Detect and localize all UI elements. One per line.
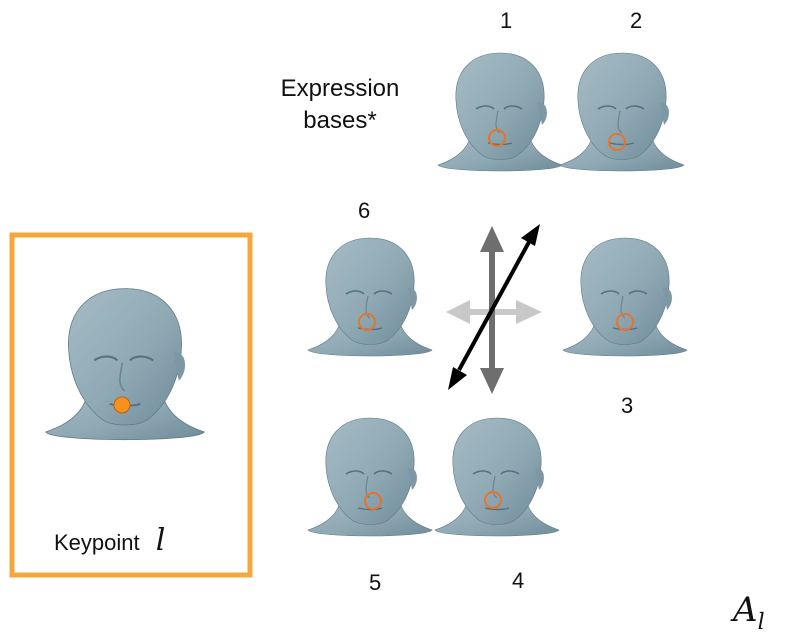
keypoint-symbol: l: [155, 523, 166, 558]
basis-label-4: 4: [512, 568, 525, 593]
matrix-symbol: A: [733, 590, 758, 630]
keypoint-frame: [9, 232, 253, 578]
basis-label-6: 6: [358, 198, 371, 223]
keypoint-marker-ring: [358, 313, 376, 331]
title-line-2: bases*: [303, 107, 377, 134]
expression-basis-head: [307, 237, 433, 357]
keypoint-marker-ring: [488, 129, 506, 147]
keypoint-dot: [113, 396, 131, 414]
keypoint-marker-ring: [616, 313, 634, 331]
expression-basis-head: [559, 52, 685, 172]
title-line-1: Expression: [280, 75, 400, 102]
expression-basis-head: [307, 417, 433, 537]
expression-bases-title: Expression bases*: [250, 73, 430, 137]
matrix-symbol-label: Al: [733, 590, 765, 635]
keypoint-word: Keypoint: [54, 530, 140, 555]
basis-label-2: 2: [630, 8, 643, 33]
expression-basis-head: [434, 417, 560, 537]
matrix-subscript: l: [757, 609, 765, 635]
black-double-arrow: [448, 224, 540, 390]
expression-basis-head: [437, 52, 563, 172]
basis-label-3: 3: [621, 393, 634, 418]
keypoint-label: Keypoint l: [54, 523, 165, 558]
expression-basis-head: [562, 237, 688, 357]
basis-label-5: 5: [369, 570, 382, 595]
basis-label-1: 1: [500, 8, 513, 33]
keypoint-head: [44, 287, 206, 441]
keypoint-marker-ring: [484, 491, 502, 509]
keypoint-marker-ring: [364, 492, 382, 510]
keypoint-marker-ring: [608, 133, 626, 151]
